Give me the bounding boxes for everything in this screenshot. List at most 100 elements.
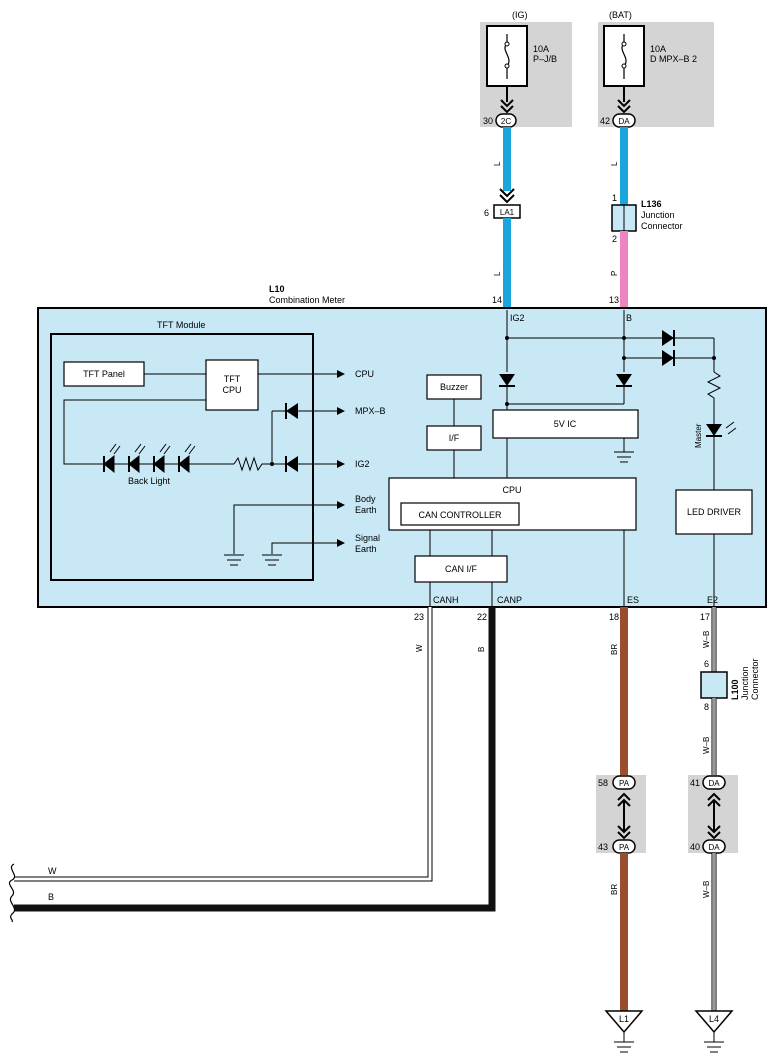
wire-ig-upper-label: L: [493, 161, 502, 166]
wire-es-lower: [620, 853, 628, 1011]
da-top-pin: 41: [690, 778, 700, 788]
fuse-ig-group: (IG) 10A P–J/B 30 2C: [480, 10, 572, 128]
connector-la1-label: LA1: [500, 208, 515, 217]
tft-out-ig2: IG2: [355, 459, 370, 469]
tft-out-mpxb: MPX–B: [355, 406, 386, 416]
can-controller-label: CAN CONTROLLER: [418, 510, 502, 520]
wire-ig-upper: [503, 127, 511, 191]
meter-id: L10: [269, 284, 285, 294]
fuse-bat-group: (BAT) 10A D MPX–B 2 42 DA: [598, 10, 714, 128]
tft-cpu: [205, 359, 259, 411]
wire-e2-mid-label: W–B: [702, 737, 711, 754]
wire-e2-label: W–B: [702, 631, 711, 648]
meter-pin-canp: 22: [477, 612, 487, 622]
signal-earth-1: Signal: [355, 533, 380, 543]
wire-canh-label: W: [415, 644, 424, 652]
tft-cpu-line2: CPU: [222, 385, 241, 395]
tft-module-title: TFT Module: [157, 320, 205, 330]
wire-es-lower-label: BR: [610, 884, 619, 895]
wire-canp-label: B: [477, 647, 486, 652]
wire-canp: [14, 607, 496, 912]
connector-2c-label: 2C: [501, 117, 511, 126]
ground-l1-label: L1: [619, 1014, 629, 1024]
l100-pin-top: 6: [704, 659, 709, 669]
l136-pin-top: 1: [612, 193, 617, 203]
master-label: Master: [694, 423, 703, 448]
meter-term-canh: CANH: [433, 595, 459, 605]
connector-l100-id: L100: [730, 679, 740, 700]
fuse-bat-name: D MPX–B 2: [650, 54, 697, 64]
can-if: [414, 555, 508, 583]
connector-pa-top-label: PA: [619, 779, 630, 788]
ic-5v: [492, 409, 639, 439]
tft-cpu-line1: TFT: [224, 374, 241, 384]
signal-earth-ground: [262, 554, 282, 566]
connector-l136-line2: Connector: [641, 221, 683, 231]
led-driver-label: LED DRIVER: [687, 507, 742, 517]
meter-term-canp: CANP: [497, 595, 522, 605]
wire-bottom-b-label: B: [48, 892, 54, 902]
body-earth-2: Earth: [355, 505, 377, 515]
wire-bat-lower-label: P: [610, 271, 619, 276]
diode-master-2: [662, 350, 674, 366]
connector-l136-id: L136: [641, 199, 662, 209]
wire-ig-lower: [503, 218, 511, 310]
wire-bat-lower: [620, 231, 628, 310]
connector-da-mid: [702, 775, 726, 790]
wire-bottom-w-label: W: [48, 866, 57, 876]
if-block-label: I/F: [449, 433, 460, 443]
meter-name: Combination Meter: [269, 295, 345, 305]
ground-l4-earth: [704, 1032, 724, 1053]
connector-pa-bottom-label: PA: [619, 843, 630, 852]
can-if-label: CAN I/F: [445, 564, 478, 574]
connector-l100: [700, 671, 728, 699]
meter-term-e2: E2: [707, 595, 718, 605]
ic-5v-ground: [614, 451, 634, 463]
connector-da-bottom-label: DA: [708, 843, 720, 852]
meter-term-es: ES: [627, 595, 639, 605]
fuse-bat-rating: 10A: [650, 44, 666, 54]
led-driver: [675, 489, 753, 535]
connector-l100-line1: Junction: [740, 666, 750, 700]
ic-5v-label: 5V IC: [554, 419, 577, 429]
fuse-bat-label: (BAT): [609, 10, 632, 20]
ground-l1-earth: [614, 1032, 634, 1053]
diode-master-1: [662, 330, 674, 346]
pa-top-pin: 58: [598, 778, 608, 788]
wire-e2-lower-label: W–B: [702, 881, 711, 898]
diode-b-main: [616, 374, 632, 386]
cpu-label: CPU: [502, 485, 521, 495]
ground-l4-label: L4: [709, 1014, 719, 1024]
combination-meter: [37, 307, 767, 608]
body-earth-1: Body: [355, 494, 376, 504]
meter-pin-b: 13: [609, 295, 619, 305]
meter-pin-es: 18: [609, 612, 619, 622]
fuse-bat-pin: 42: [600, 116, 610, 126]
fuse-ig-rating: 10A: [533, 44, 549, 54]
can-controller: [400, 502, 520, 526]
fuse-ig-name: P–J/B: [533, 54, 557, 64]
connector-da-mid-label: DA: [708, 779, 720, 788]
wire-es-label: BR: [610, 644, 619, 655]
connector-pa-top: [612, 775, 636, 790]
meter-term-ig2: IG2: [510, 313, 525, 323]
meter-pin-e2: 17: [700, 612, 710, 622]
l100-pin-bottom: 8: [704, 702, 709, 712]
da-bottom-pin: 40: [690, 842, 700, 852]
wire-canh: [14, 607, 433, 882]
wire-es: [620, 607, 628, 777]
meter-pin-ig2: 14: [492, 295, 502, 305]
diode-ig2: [286, 456, 298, 472]
master-resistor: [706, 371, 722, 424]
meter-term-b: B: [626, 313, 632, 323]
ground-l1: [604, 1010, 644, 1034]
diode-mpxb: [286, 403, 298, 419]
connector-la1-pin: 6: [484, 208, 489, 218]
connector-l100-line2: Connector: [750, 658, 760, 700]
wire-break-symbol: [8, 863, 16, 923]
wire-bat-upper-label: L: [610, 161, 619, 166]
diode-ig2-main: [499, 374, 515, 386]
meter-pin-canh: 23: [414, 612, 424, 622]
connector-l136-line1: Junction: [641, 210, 675, 220]
